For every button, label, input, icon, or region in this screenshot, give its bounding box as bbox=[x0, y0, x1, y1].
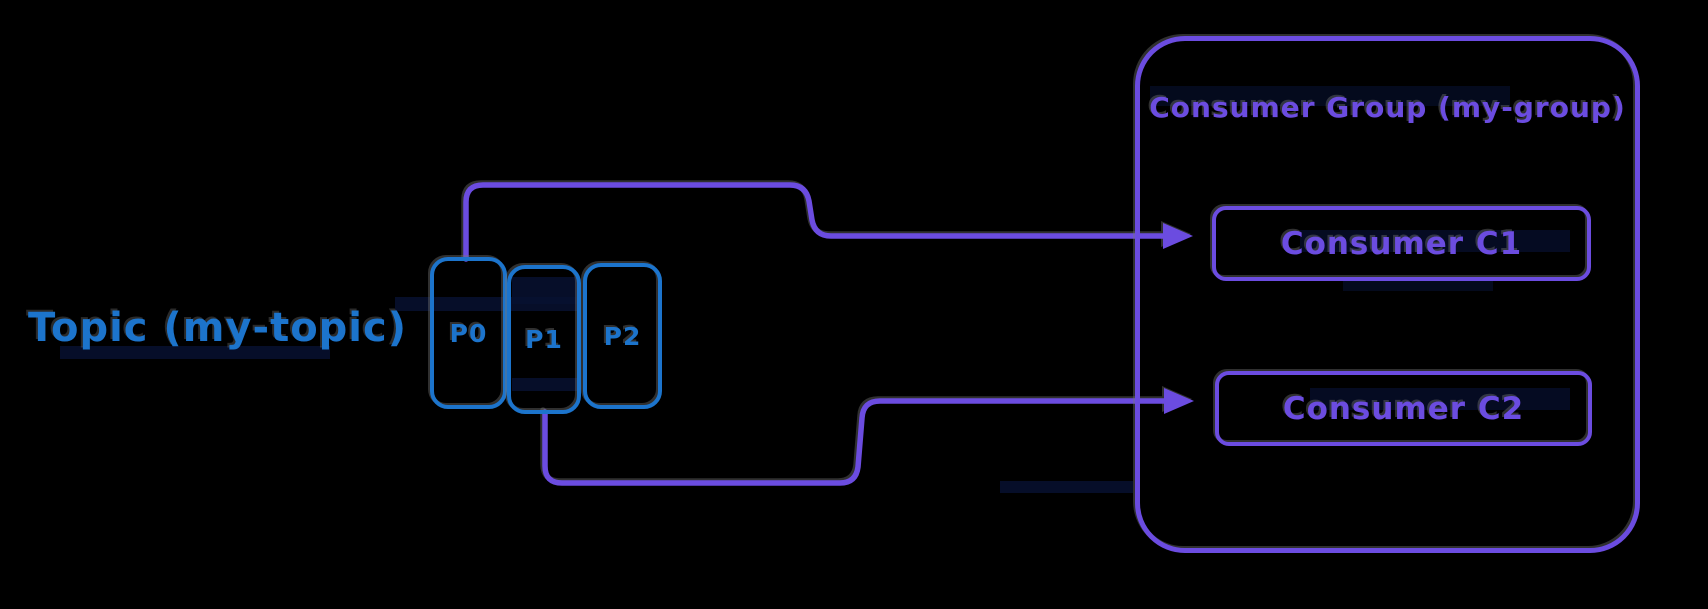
consumer-box-c2: Consumer C2 bbox=[1215, 371, 1592, 446]
consumer-label-c2: Consumer C2 bbox=[1282, 390, 1525, 427]
partition-box-p2: P2 bbox=[583, 263, 662, 409]
arrow-p0-to-c1 bbox=[463, 182, 1169, 262]
consumer-label-c1: Consumer C1 bbox=[1280, 225, 1523, 262]
artifact-band bbox=[1343, 281, 1493, 291]
artifact-band bbox=[512, 378, 580, 391]
topic-label: Topic (my-topic) bbox=[28, 305, 408, 351]
artifact-band bbox=[1000, 481, 1133, 493]
artifact-band bbox=[395, 297, 580, 311]
partition-label-p2: P2 bbox=[603, 321, 642, 351]
artifact-band bbox=[1300, 230, 1570, 252]
partition-box-p1: P1 bbox=[507, 265, 581, 414]
partition-label-p0: P0 bbox=[449, 318, 488, 348]
artifact-band bbox=[1150, 86, 1510, 106]
artifact-band bbox=[60, 346, 330, 359]
consumer-box-c1: Consumer C1 bbox=[1212, 206, 1591, 281]
consumer-group-title: Consumer Group (my-group) bbox=[1149, 91, 1626, 124]
partition-box-p0: P0 bbox=[430, 257, 507, 409]
arrow-p1-to-c2 bbox=[542, 398, 1170, 486]
arrowhead-c1-icon bbox=[1163, 223, 1193, 249]
partition-label-p1: P1 bbox=[525, 325, 563, 354]
arrowhead-c2-icon bbox=[1164, 388, 1194, 414]
consumer-group-box: Consumer Group (my-group) Consumer C1 Co… bbox=[1135, 36, 1640, 553]
artifact-band bbox=[1310, 388, 1570, 410]
